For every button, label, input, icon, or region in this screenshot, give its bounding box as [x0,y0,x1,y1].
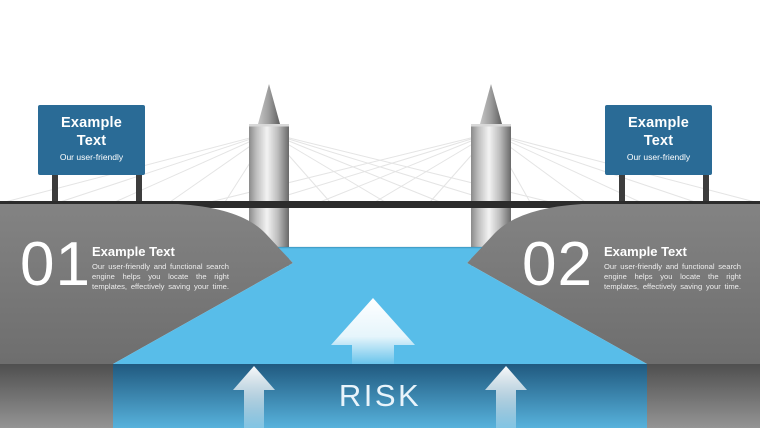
section-01-heading: Example Text [92,244,175,259]
signboard-right-title: Example Text [627,115,690,149]
pylon-cone-icon [480,84,502,124]
section-01: Example Text Our user-friendly and funct… [92,245,229,292]
right-bank [467,204,760,364]
section-02-number: 02 [522,230,593,299]
risk-strip [113,364,647,428]
river-water [113,247,647,364]
sign-post [52,175,58,203]
signboard-left-title: Example Text [60,115,123,149]
section-02-body: Our user-friendly and functional search … [604,262,741,291]
section-01-body: Our user-friendly and functional search … [92,262,229,291]
signboard-left-subtitle: Our user-friendly [59,152,124,162]
sign-post [703,175,709,203]
sign-posts [52,175,709,203]
pylon-cap [249,124,289,127]
sign-post [136,175,142,203]
shore-strip-right [647,364,760,428]
signboard-left: Example Text Our user-friendly [38,105,145,175]
signboard-right-subtitle: Our user-friendly [626,152,691,162]
pylon-cone-icon [258,84,280,124]
bridge-deck [0,201,760,208]
left-bank [0,204,293,364]
big-up-arrow-icon [331,298,415,367]
risk-label: RISK [338,377,422,413]
small-up-arrow-icon-right [485,366,527,428]
section-01-number: 01 [20,230,91,299]
pylon-cap [471,124,511,127]
signboard-right: Example Text Our user-friendly [605,105,712,175]
section-02-heading: Example Text [604,244,687,259]
shore-strip-left [0,364,113,428]
small-up-arrow-icon-left [233,366,275,428]
sign-post [619,175,625,203]
section-02: Example Text Our user-friendly and funct… [604,245,741,292]
